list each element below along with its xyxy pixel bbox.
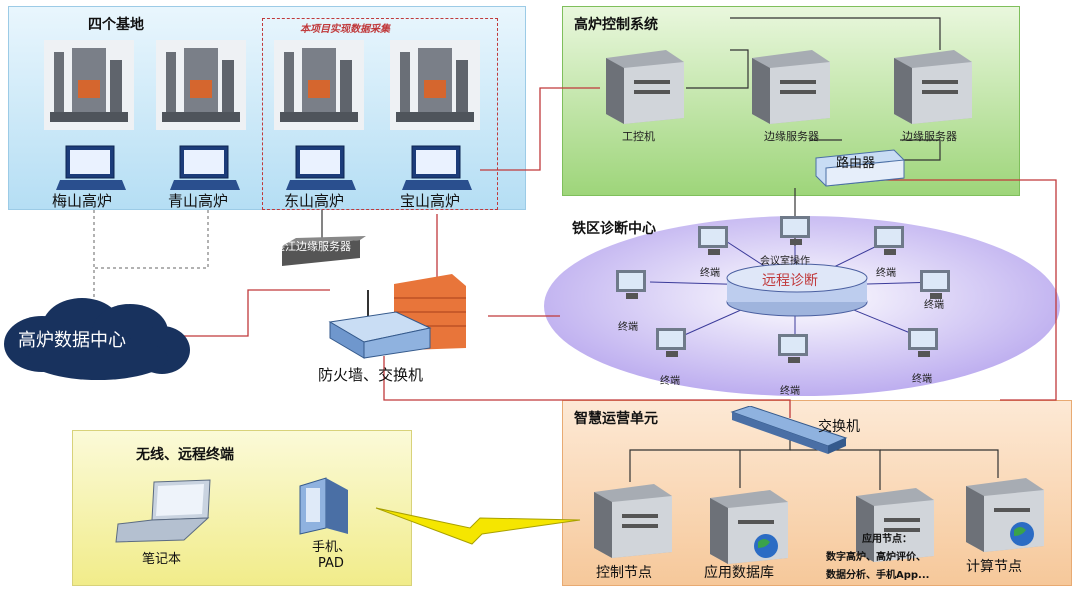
app-node-server-icon [846, 482, 938, 564]
project-scope-box [262, 18, 498, 210]
four-bases-title: 四个基地 [88, 17, 144, 33]
furnace-control-title: 高炉控制系统 [574, 17, 658, 33]
remote-diagnosis-db-icon [722, 262, 872, 318]
router-icon [812, 146, 908, 188]
project-scope-note: 本项目实现数据采集 [300, 24, 390, 35]
remote-diagnosis-label: 远程诊断 [762, 273, 818, 289]
wireless-link-bolt [375, 507, 581, 545]
phone-label-1: 手机、 [312, 540, 352, 555]
control-node-label: 控制节点 [596, 565, 652, 581]
app-node-title: 应用节点： [862, 534, 912, 545]
furnace-image-meishan [44, 40, 134, 130]
switch-icon [326, 288, 436, 360]
laptop-icon [170, 144, 240, 194]
ipc-label: 工控机 [622, 130, 655, 143]
furnace-label-meishan: 梅山高炉 [52, 192, 113, 210]
cloud-icon [2, 294, 192, 382]
terminal-label: 终端 [924, 300, 944, 311]
terminal-label: 终端 [618, 322, 638, 333]
furnace-label-baoshan: 宝山高炉 [400, 192, 461, 210]
zhanjiang-edge-server-label: 湛江边缘服务器 [274, 240, 351, 253]
edge-server-1-icon [742, 44, 834, 126]
compute-node-label: 计算节点 [966, 559, 1022, 575]
zhanjiang-edge-server-icon [276, 236, 366, 270]
furnace-label-dongshan: 东山高炉 [284, 192, 345, 210]
terminal-icon [696, 224, 734, 258]
notebook-label: 笔记本 [142, 552, 182, 567]
terminal-icon [906, 326, 944, 360]
terminal-icon [614, 268, 652, 302]
edge-server-1-label: 边缘服务器 [764, 130, 819, 143]
terminal-label: 终端 [700, 268, 720, 279]
furnace-image-qingshan [156, 40, 246, 130]
datacenter-label: 高炉数据中心 [18, 330, 126, 351]
ops-switch-label: 交换机 [818, 419, 860, 435]
firewall-switch-label: 防火墙、交换机 [318, 366, 424, 384]
control-node-server-icon [584, 478, 676, 560]
terminal-icon [872, 224, 910, 258]
app-db-server-icon [700, 484, 792, 566]
phone-pad-icon [296, 476, 356, 536]
terminal-icon [918, 268, 956, 302]
terminal-label: 终端 [780, 386, 800, 397]
router-label: 路由器 [836, 156, 876, 171]
edge-server-2-label: 边缘服务器 [902, 130, 957, 143]
ipc-server-icon [596, 44, 688, 126]
wireless-title: 无线、远程终端 [136, 447, 234, 463]
terminal-icon [654, 326, 692, 360]
ops-switch-icon [730, 406, 850, 454]
terminal-label: 终端 [876, 268, 896, 279]
phone-label-2: PAD [318, 556, 344, 571]
edge-server-2-icon [884, 44, 976, 126]
laptop-icon [56, 144, 126, 194]
terminal-label: 终端 [660, 376, 680, 387]
laptop-icon [286, 144, 356, 194]
compute-node-server-icon [956, 472, 1048, 554]
app-db-label: 应用数据库 [704, 565, 774, 581]
notebook-laptop-icon [114, 478, 224, 544]
terminal-icon [776, 332, 814, 366]
furnace-label-qingshan: 青山高炉 [168, 192, 229, 210]
terminal-label: 终端 [912, 374, 932, 385]
terminal-icon [778, 214, 816, 248]
meeting-room-label: 会议室操作 [760, 256, 810, 267]
furnace-image-baoshan [390, 40, 480, 130]
diagnosis-title: 铁区诊断中心 [572, 221, 656, 237]
smart-ops-title: 智慧运营单元 [574, 411, 658, 427]
app-node-line2: 数据分析、手机App... [826, 570, 930, 581]
app-node-line1: 数字高炉、高炉评价、 [826, 552, 926, 563]
wireless-panel [72, 430, 412, 586]
laptop-icon [402, 144, 472, 194]
furnace-image-dongshan [274, 40, 364, 130]
